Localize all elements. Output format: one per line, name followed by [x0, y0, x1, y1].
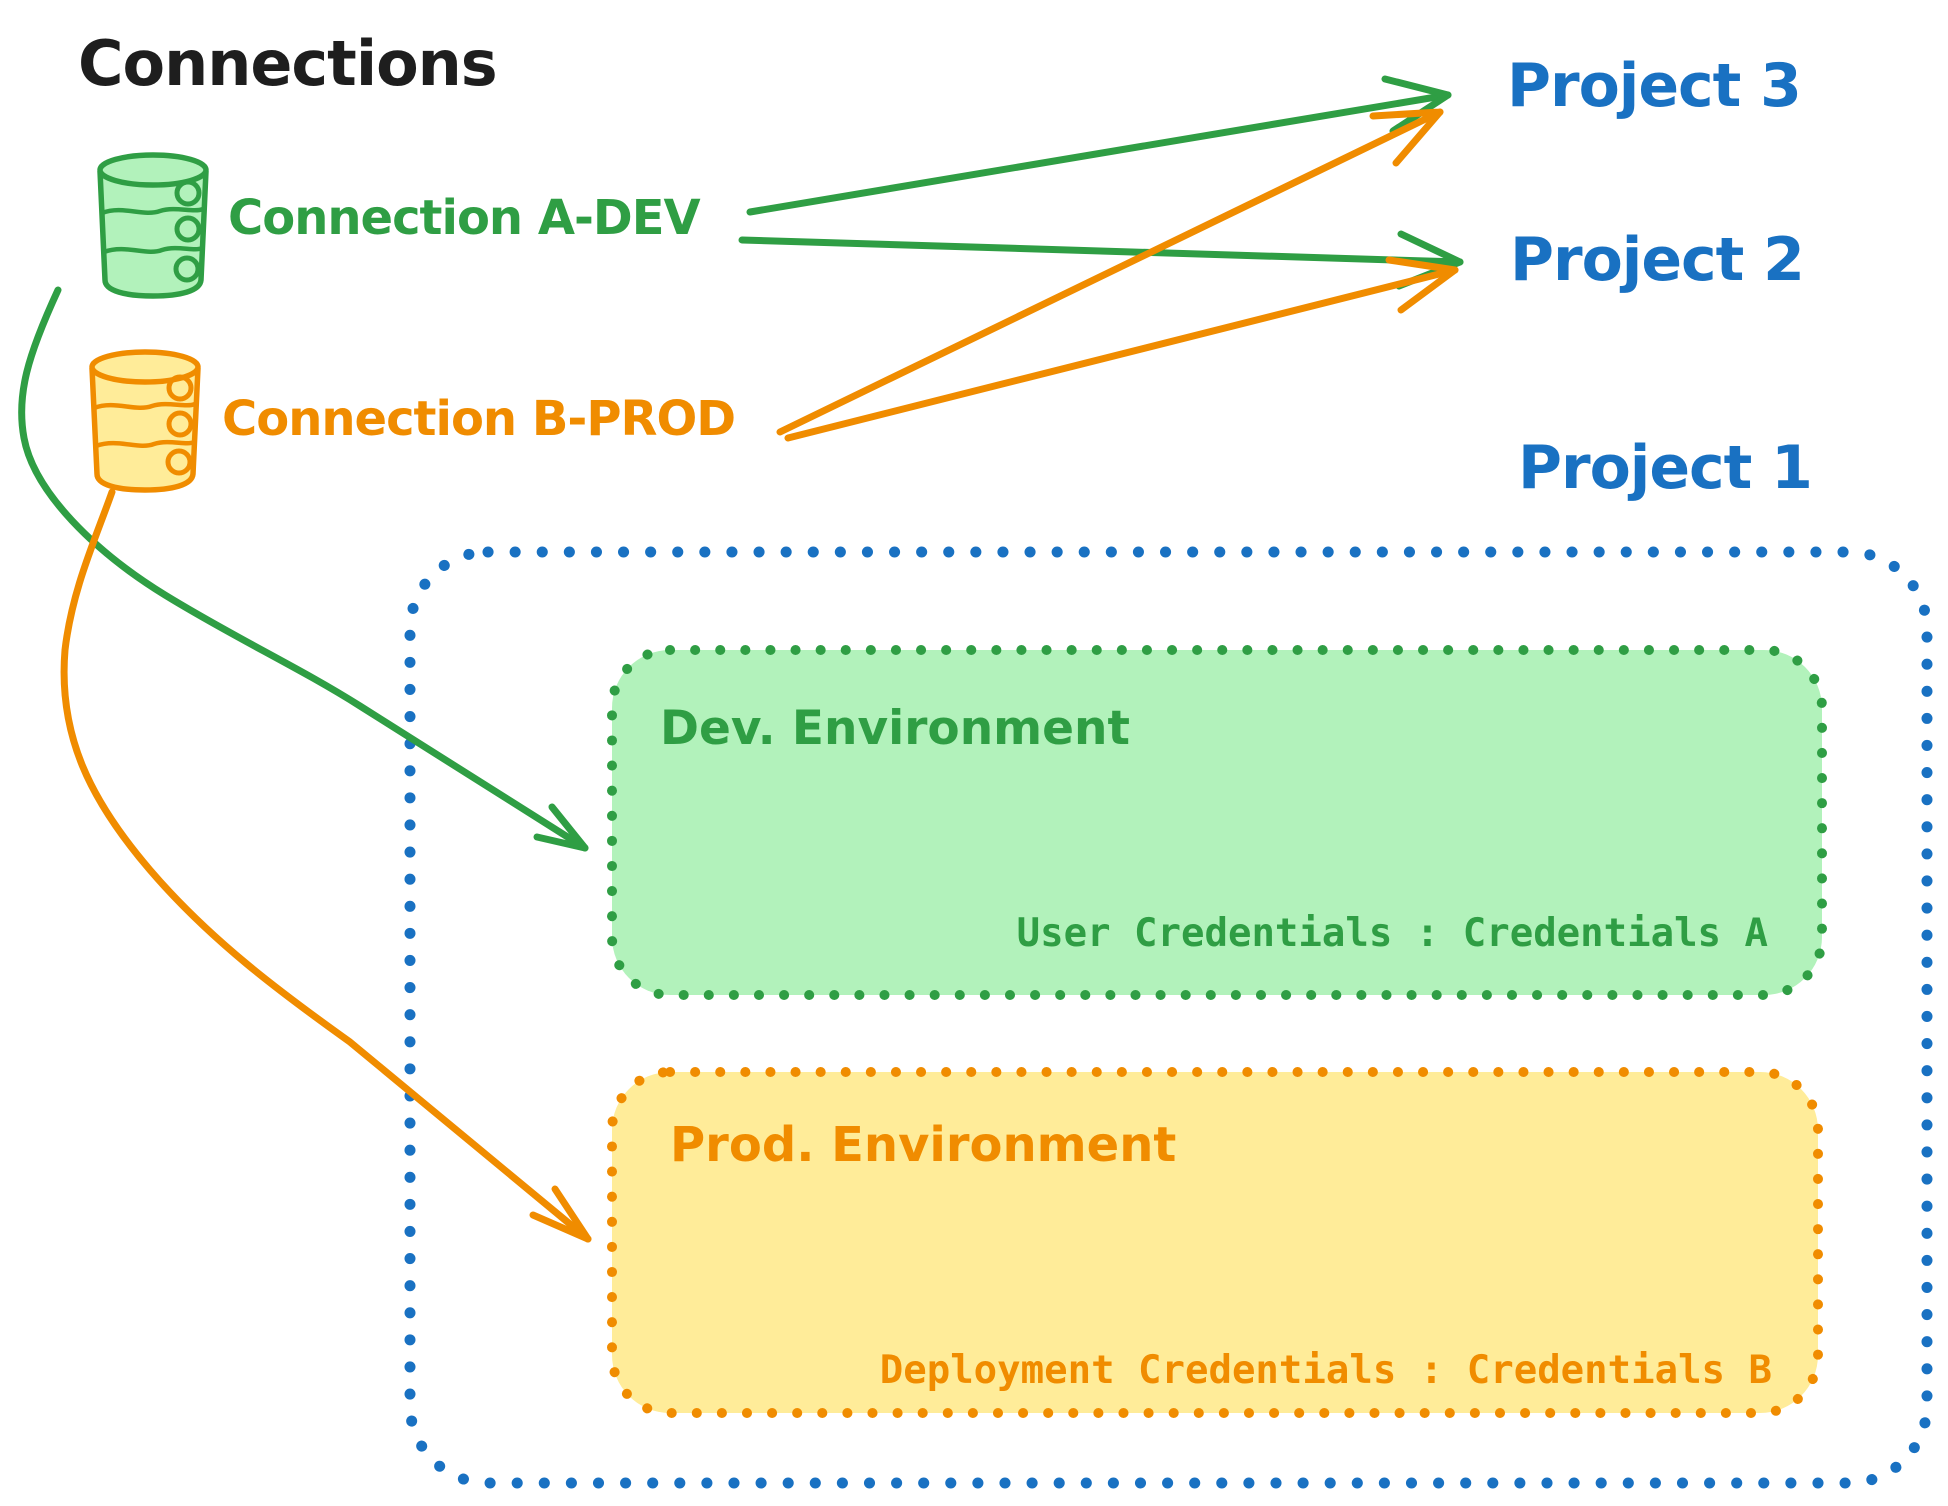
arrow-b-prod-to-prod-environment	[60, 488, 592, 1243]
arrow-a-dev-to-project3	[746, 75, 1452, 216]
dev-environment-box	[607, 645, 1827, 1000]
arrow-a-dev-to-dev-environment	[18, 286, 589, 852]
dev-environment-title: Dev. Environment	[660, 701, 1130, 756]
database-icon-dev	[97, 152, 209, 299]
project-2-label: Project 2	[1510, 225, 1805, 295]
project-3-label: Project 3	[1507, 51, 1802, 121]
database-icon-prod	[89, 349, 201, 493]
connection-b-prod-label: Connection B-PROD	[222, 391, 736, 447]
project-1-label: Project 1	[1518, 433, 1813, 503]
prod-environment-box	[607, 1067, 1823, 1418]
project1-boundary-box	[404, 546, 1933, 1489]
connection-a-dev-label: Connection A-DEV	[228, 190, 701, 246]
arrow-b-prod-to-project3	[776, 108, 1444, 436]
dev-environment-credentials: User Credentials : Credentials A	[1016, 911, 1768, 956]
diagram-title: Connections	[78, 27, 498, 100]
prod-environment-title: Prod. Environment	[670, 1117, 1177, 1173]
arrow-b-prod-to-project2	[784, 256, 1459, 442]
prod-environment-credentials: Deployment Credentials : Credentials B	[879, 1348, 1772, 1393]
